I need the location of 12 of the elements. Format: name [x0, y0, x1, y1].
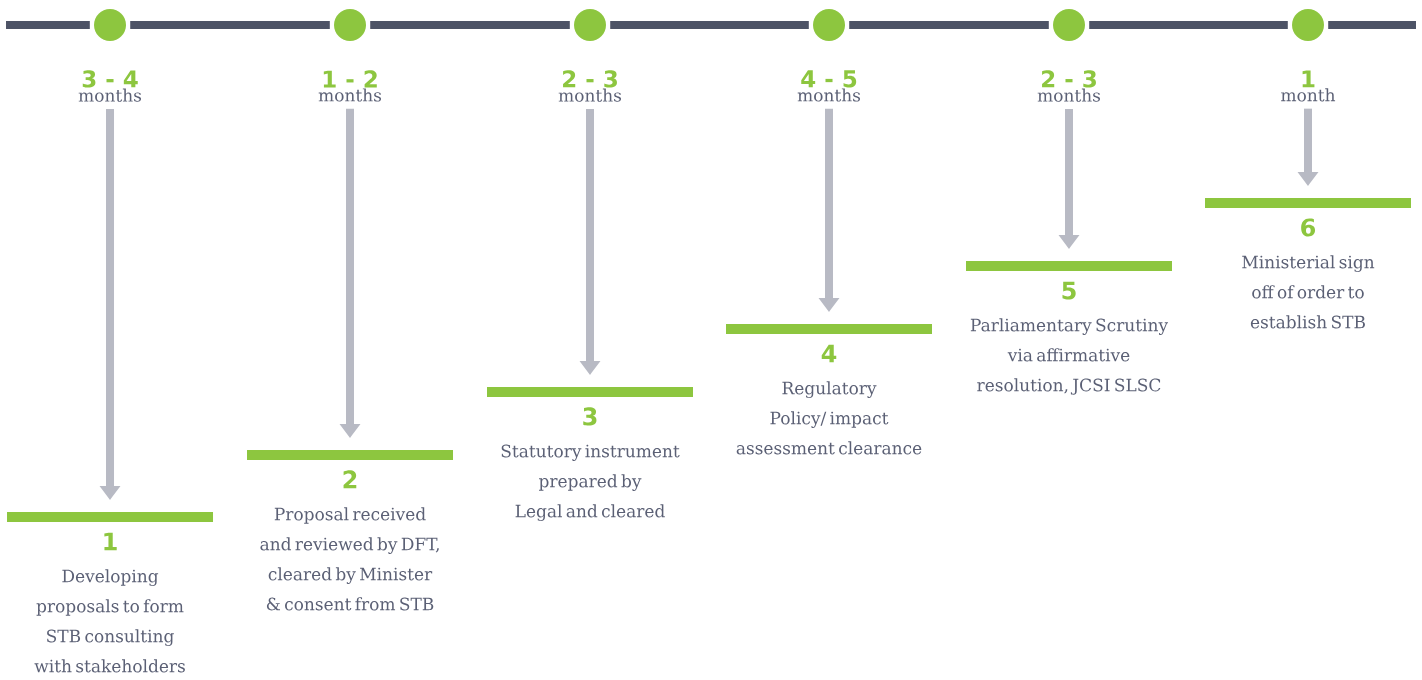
duration-label: 2 - 3 months [558, 70, 622, 102]
timeline-dot [1053, 9, 1085, 41]
timeline-dot [1292, 9, 1324, 41]
timeline-dot [574, 9, 606, 41]
timeline-dot [334, 9, 366, 41]
timeline-dot [813, 9, 845, 41]
duration-label: 1 - 2 months [318, 70, 382, 102]
duration-label: 3 - 4 months [78, 70, 142, 102]
duration-label: 4 - 5 months [797, 70, 861, 102]
duration-label: 2 - 3 months [1037, 70, 1101, 102]
duration-label: 1 month [1281, 70, 1336, 102]
timeline-dot [94, 9, 126, 41]
